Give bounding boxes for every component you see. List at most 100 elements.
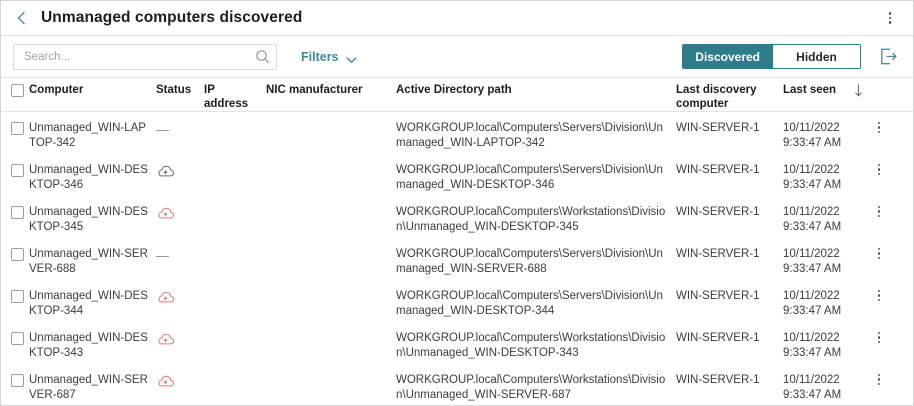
cell-last-discovery-computer: WIN-SERVER-1	[676, 248, 760, 260]
column-header-computer[interactable]: Computer	[29, 84, 84, 96]
select-all-cell	[1, 83, 29, 97]
cell-active-directory-path: WORKGROUP.local\Computers\Workstations\D…	[396, 206, 666, 233]
cell-last-seen: 10/11/2022 9:33:47 AM	[783, 331, 871, 361]
row-checkbox[interactable]	[11, 122, 24, 135]
cell-last-seen: 10/11/2022 9:33:47 AM	[783, 289, 871, 319]
page-header: Unmanaged computers discovered	[1, 1, 913, 36]
cloud-upload-icon	[158, 333, 175, 345]
cell-computer: Unmanaged_WIN-DESKTOP-344	[29, 290, 148, 317]
cell-last-seen-time: 9:33:47 AM	[783, 389, 842, 401]
cell-status	[156, 247, 204, 262]
cell-last-seen: 10/11/2022 9:33:47 AM	[783, 247, 871, 277]
filters-button[interactable]: Filters	[301, 50, 357, 64]
cell-status	[156, 121, 204, 136]
tab-discovered[interactable]: Discovered	[683, 45, 772, 68]
table-row[interactable]: Unmanaged_WIN-DESKTOP-343 WORKGROUP.loca…	[1, 322, 913, 364]
select-all-checkbox[interactable]	[11, 84, 24, 97]
row-select-cell	[1, 331, 29, 345]
cell-status	[156, 289, 204, 304]
column-header-active-directory-path[interactable]: Active Directory path	[396, 84, 512, 96]
row-actions-cell	[871, 163, 895, 181]
cell-last-discovery-computer: WIN-SERVER-1	[676, 374, 760, 386]
cell-last-discovery-computer: WIN-SERVER-1	[676, 164, 760, 176]
row-kebab-menu-icon[interactable]	[871, 163, 887, 181]
search-box[interactable]	[13, 43, 277, 70]
row-select-cell	[1, 373, 29, 387]
column-header-nic-manufacturer[interactable]: NIC manufacturer	[266, 84, 363, 96]
cell-computer: Unmanaged_WIN-DESKTOP-345	[29, 206, 148, 233]
cell-active-directory-path: WORKGROUP.local\Computers\Servers\Divisi…	[396, 122, 663, 149]
cell-active-directory-path: WORKGROUP.local\Computers\Workstations\D…	[396, 374, 666, 401]
row-kebab-menu-icon[interactable]	[871, 247, 887, 265]
search-input[interactable]	[24, 50, 255, 63]
table-row[interactable]: Unmanaged_WIN-SERVER-688 WORKGROUP.local…	[1, 238, 913, 280]
cell-last-seen-date: 10/11/2022	[783, 374, 840, 386]
row-checkbox[interactable]	[11, 248, 24, 261]
cell-computer: Unmanaged_WIN-SERVER-687	[29, 374, 148, 401]
column-header-last-seen-label: Last seen	[783, 84, 837, 96]
cell-last-seen-time: 9:33:47 AM	[783, 179, 842, 191]
row-kebab-menu-icon[interactable]	[871, 121, 887, 139]
cell-last-seen-time: 9:33:47 AM	[783, 305, 842, 317]
row-kebab-menu-icon[interactable]	[871, 331, 887, 349]
arrow-down-icon[interactable]	[854, 83, 863, 97]
row-kebab-menu-icon[interactable]	[871, 373, 887, 391]
cell-last-seen-time: 9:33:47 AM	[783, 221, 842, 233]
cell-active-directory-path: WORKGROUP.local\Computers\Servers\Divisi…	[396, 164, 663, 191]
cell-last-seen-time: 9:33:47 AM	[783, 263, 842, 275]
search-icon[interactable]	[255, 49, 270, 64]
row-checkbox[interactable]	[11, 164, 24, 177]
chevron-left-icon[interactable]	[13, 9, 31, 27]
table-row[interactable]: Unmanaged_WIN-DESKTOP-344 WORKGROUP.loca…	[1, 280, 913, 322]
cell-status	[156, 163, 204, 178]
row-select-cell	[1, 205, 29, 219]
row-checkbox[interactable]	[11, 206, 24, 219]
table-row[interactable]: Unmanaged_WIN-LAPTOP-342 WORKGROUP.local…	[1, 112, 913, 154]
export-icon[interactable]	[877, 46, 899, 68]
row-checkbox[interactable]	[11, 290, 24, 303]
row-checkbox[interactable]	[11, 332, 24, 345]
row-actions-cell	[871, 331, 895, 349]
cell-last-discovery-computer: WIN-SERVER-1	[676, 206, 760, 218]
cell-last-seen-time: 9:33:47 AM	[783, 347, 842, 359]
cell-status	[156, 373, 204, 388]
cell-last-seen: 10/11/2022 9:33:47 AM	[783, 373, 871, 403]
column-header-last-seen[interactable]: Last seen	[783, 83, 871, 97]
cell-last-discovery-computer: WIN-SERVER-1	[676, 122, 760, 134]
cell-last-seen-date: 10/11/2022	[783, 122, 840, 134]
cell-last-seen-time: 9:33:47 AM	[783, 137, 842, 149]
table-row[interactable]: Unmanaged_WIN-DESKTOP-345 WORKGROUP.loca…	[1, 196, 913, 238]
row-kebab-menu-icon[interactable]	[871, 205, 887, 223]
cell-last-seen-date: 10/11/2022	[783, 332, 840, 344]
row-actions-cell	[871, 289, 895, 307]
cell-last-seen-date: 10/11/2022	[783, 206, 840, 218]
row-actions-cell	[871, 247, 895, 265]
column-header-status[interactable]: Status	[156, 84, 192, 96]
cell-status	[156, 205, 204, 220]
cell-last-seen: 10/11/2022 9:33:47 AM	[783, 163, 871, 193]
cell-computer: Unmanaged_WIN-DESKTOP-343	[29, 332, 148, 359]
cell-computer: Unmanaged_WIN-LAPTOP-342	[29, 122, 146, 149]
tab-hidden[interactable]: Hidden	[772, 45, 860, 68]
column-header-last-discovery-computer[interactable]: Last discovery computer	[676, 84, 757, 110]
kebab-menu-icon[interactable]	[881, 8, 899, 28]
row-kebab-menu-icon[interactable]	[871, 289, 887, 307]
cell-computer: Unmanaged_WIN-SERVER-688	[29, 248, 148, 275]
cloud-upload-icon	[158, 165, 175, 177]
cloud-upload-icon	[158, 375, 175, 387]
table-row[interactable]: Unmanaged_WIN-DESKTOP-346 WORKGROUP.loca…	[1, 154, 913, 196]
cell-last-seen-date: 10/11/2022	[783, 248, 840, 260]
cell-last-seen: 10/11/2022 9:33:47 AM	[783, 121, 871, 151]
row-actions-cell	[871, 121, 895, 139]
cell-last-seen-date: 10/11/2022	[783, 290, 840, 302]
column-header-ip-address[interactable]: IP address	[204, 84, 249, 110]
row-checkbox[interactable]	[11, 374, 24, 387]
cell-last-seen-date: 10/11/2022	[783, 164, 840, 176]
cell-last-discovery-computer: WIN-SERVER-1	[676, 290, 760, 302]
table-row[interactable]: Unmanaged_WIN-SERVER-687 WORKGROUP.local…	[1, 364, 913, 405]
row-actions-cell	[871, 373, 895, 391]
row-select-cell	[1, 121, 29, 135]
cell-last-discovery-computer: WIN-SERVER-1	[676, 332, 760, 344]
row-actions-cell	[871, 205, 895, 223]
